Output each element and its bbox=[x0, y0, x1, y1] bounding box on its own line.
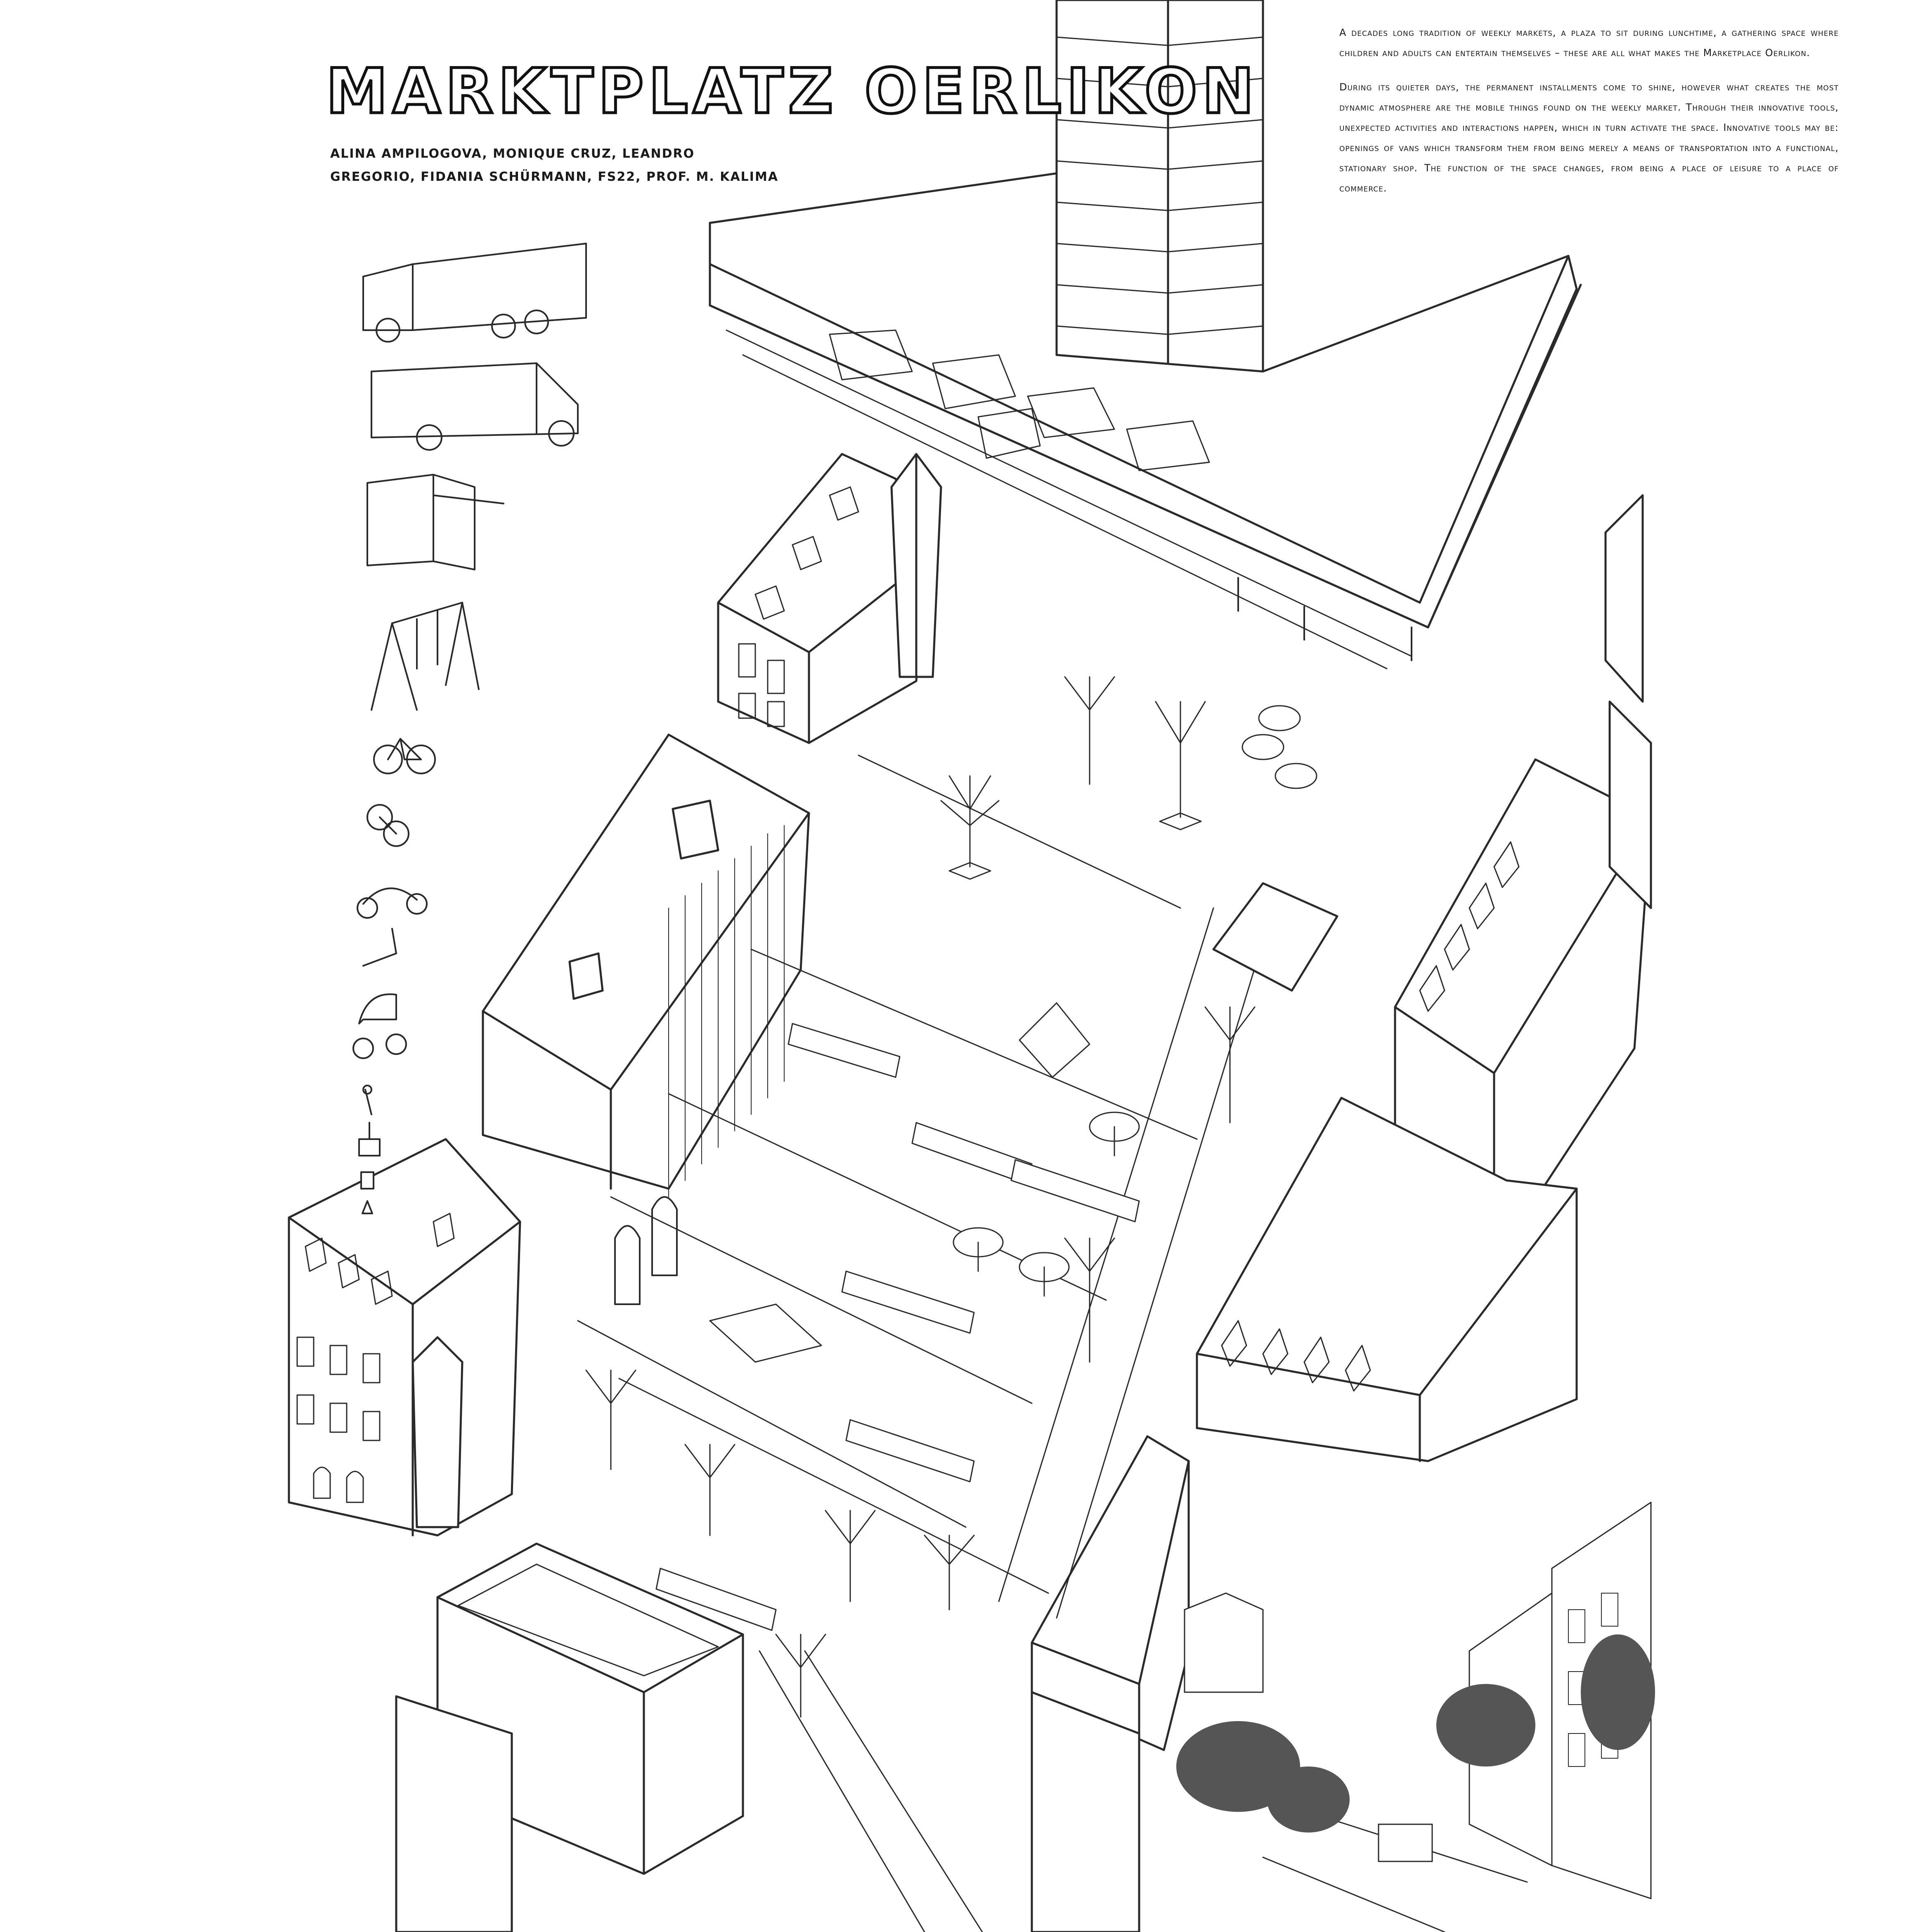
plaza-ground bbox=[577, 754, 1264, 1932]
bottom-block bbox=[395, 1542, 744, 1932]
scooter-icon bbox=[357, 887, 428, 919]
mansard-building-right-lower bbox=[1196, 1097, 1578, 1462]
stroller-icon bbox=[352, 993, 407, 1059]
description-paragraph-2: During its quieter days, the permanent i… bbox=[1339, 81, 1839, 194]
long-slab-building bbox=[709, 172, 1582, 669]
van-icon bbox=[371, 362, 579, 451]
large-block-left bbox=[482, 733, 810, 1305]
credits: ALINA AMPILOGOVA, MONIQUE CRUZ, LEANDRO … bbox=[330, 147, 779, 184]
street-perspective bbox=[1184, 1502, 1652, 1932]
street-foliage bbox=[1176, 1634, 1655, 1833]
kick-scooter-icon bbox=[362, 928, 397, 967]
swing-icon bbox=[371, 602, 480, 711]
corner-building-right bbox=[1031, 1435, 1190, 1932]
umbrellas bbox=[953, 705, 1317, 1297]
page-title: MARKTPLATZ OERLIKON bbox=[324, 54, 1259, 129]
trolley-icon bbox=[358, 1085, 381, 1156]
bollard-icon bbox=[360, 1171, 374, 1214]
gabled-house bbox=[717, 453, 942, 744]
description-paragraph-1: A decades long tradition of weekly marke… bbox=[1339, 27, 1839, 59]
courtyard-planter bbox=[1212, 882, 1338, 992]
cargo-bike-icon bbox=[367, 804, 409, 847]
description: A decades long tradition of weekly marke… bbox=[1339, 23, 1839, 213]
bicycle-icon bbox=[373, 738, 436, 774]
corner-building-lower-left bbox=[288, 1138, 521, 1537]
building-far-right bbox=[1604, 494, 1652, 909]
market-truck-icon bbox=[362, 243, 587, 343]
kiosk-icon bbox=[367, 474, 504, 570]
market-stalls bbox=[655, 1002, 1140, 1631]
trees bbox=[585, 676, 1256, 1718]
